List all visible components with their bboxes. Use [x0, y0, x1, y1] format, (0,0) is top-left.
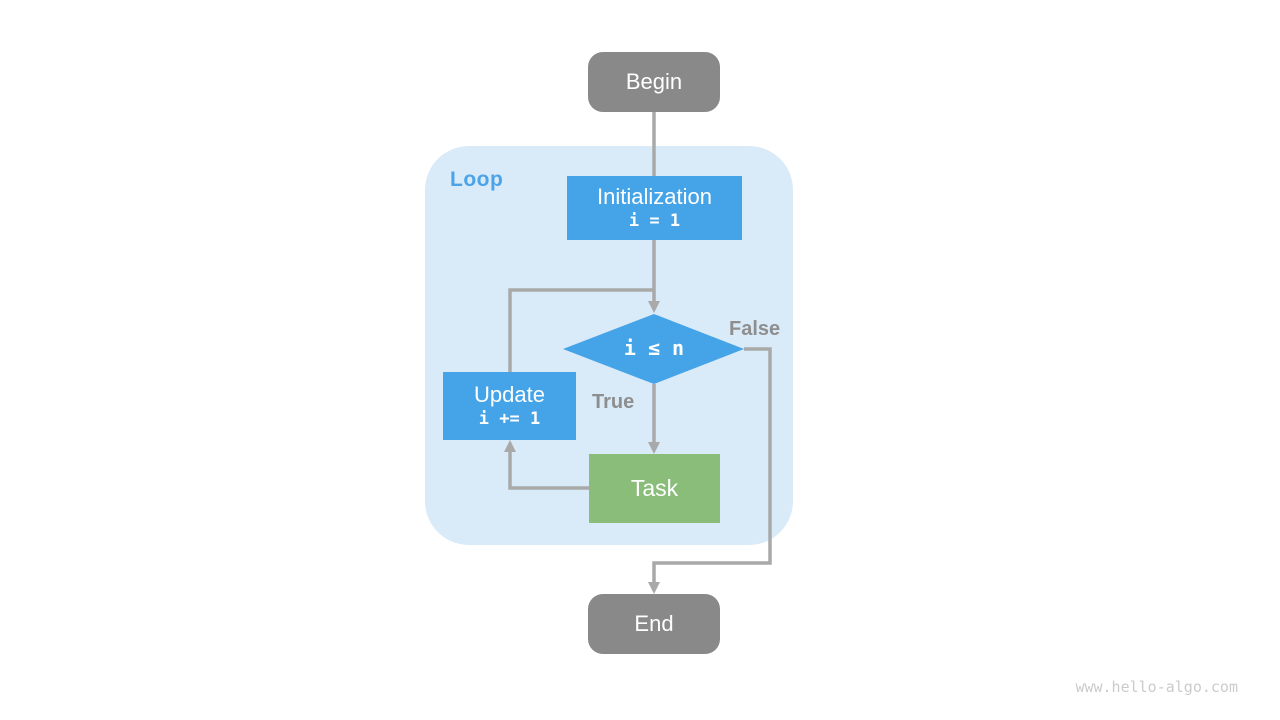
watermark: www.hello-algo.com [1075, 678, 1238, 696]
update-node: Update i += 1 [443, 372, 576, 440]
begin-node: Begin [588, 52, 720, 112]
edge-update-to-condition [508, 288, 654, 372]
true-branch-label: True [592, 391, 635, 413]
update-node-title: Update [474, 382, 545, 408]
end-node-label: End [634, 611, 674, 637]
task-node: Task [589, 454, 720, 523]
initialization-node: Initialization i = 1 [567, 176, 742, 240]
begin-node-label: Begin [625, 69, 683, 95]
initialization-node-code: i = 1 [628, 211, 681, 232]
initialization-node-title: Initialization [597, 184, 712, 210]
condition-label: i ≤ n [623, 336, 685, 360]
edge-condition-false-to-end [648, 347, 772, 594]
false-branch-label: False [729, 318, 781, 340]
task-node-label: Task [630, 475, 679, 502]
edge-task-to-update [504, 440, 589, 490]
update-node-code: i += 1 [478, 409, 541, 430]
end-node: End [588, 594, 720, 654]
condition-diamond [563, 314, 744, 384]
loop-label: Loop [450, 168, 504, 191]
